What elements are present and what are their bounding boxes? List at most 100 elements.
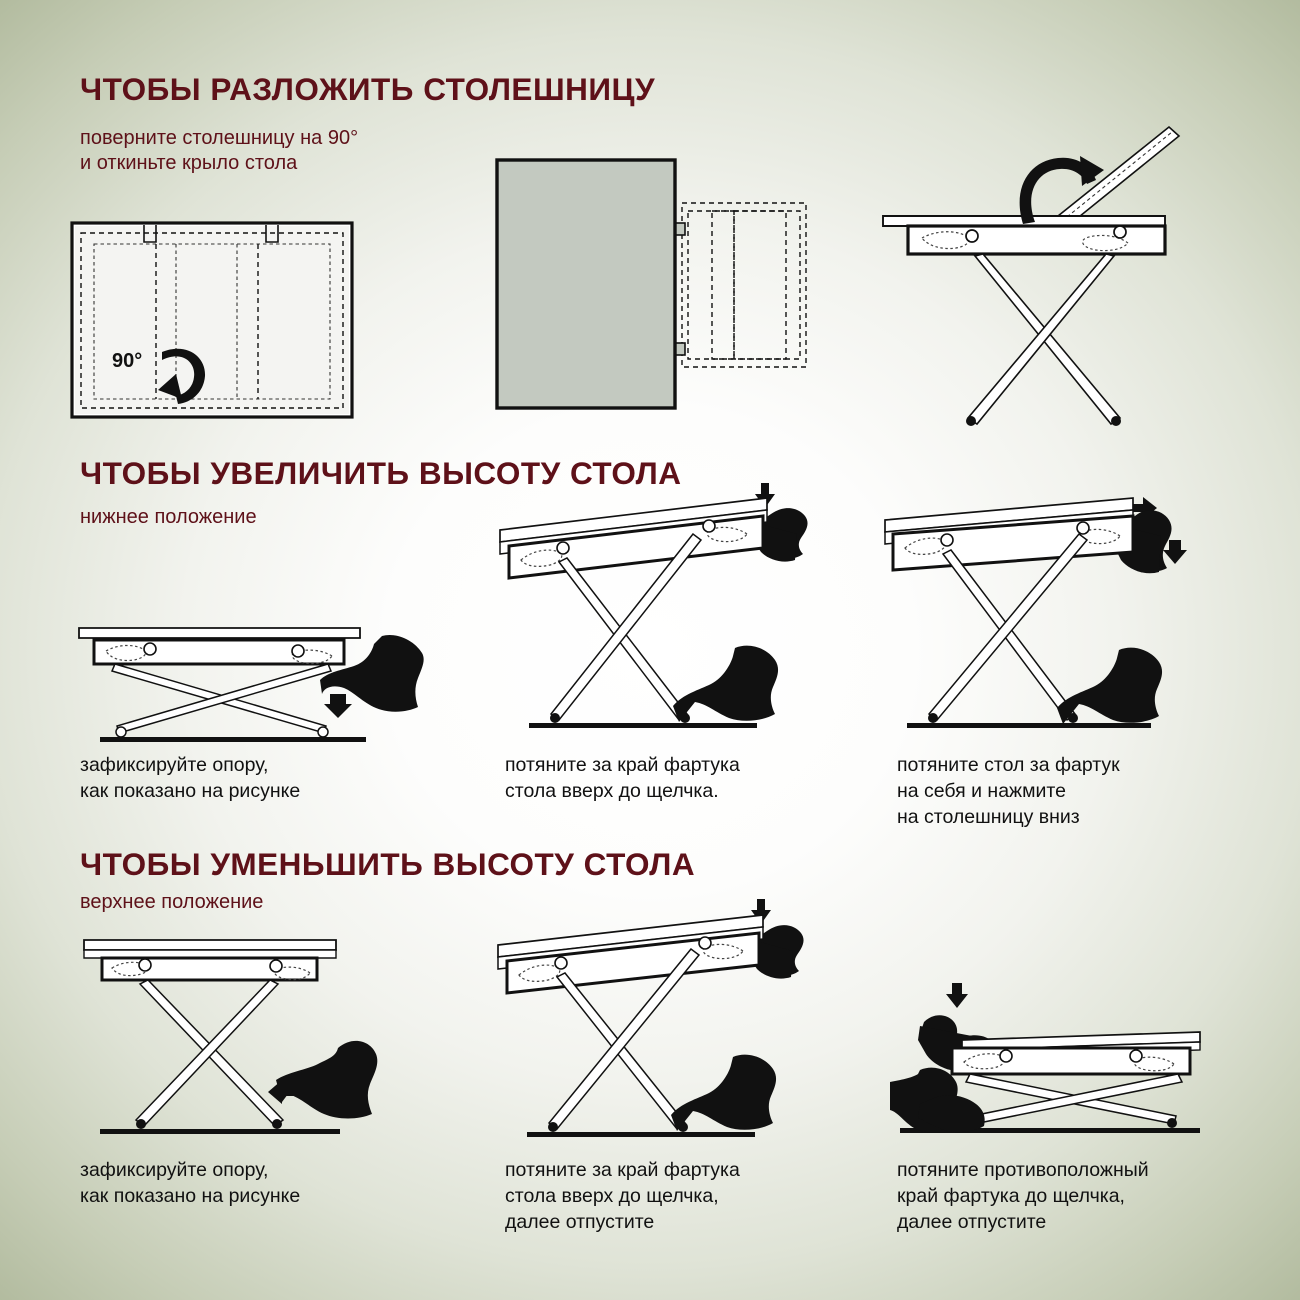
apron-pin-left <box>556 541 570 555</box>
boot-icon <box>1057 647 1163 724</box>
hand-icon <box>753 508 808 562</box>
table-apron <box>505 931 761 995</box>
arrow-down-icon <box>324 694 352 718</box>
caster-right-icon <box>1068 713 1078 723</box>
boot-icon <box>276 1040 378 1119</box>
section-unfold-tabletop: ЧТОБЫ РАЗЛОЖИТЬ СТОЛЕШНИЦУ <box>0 73 1300 106</box>
apron-pin-right <box>698 936 712 950</box>
arrow-up-icon <box>751 899 771 924</box>
arrow-right-icon <box>1131 497 1157 519</box>
tabletop-edge <box>83 949 337 959</box>
figure-pull-opposite-edge <box>890 978 1230 1143</box>
ghost-panel-outer <box>681 202 807 368</box>
tabletop-inner-fill <box>75 226 349 414</box>
boot-icon <box>671 1054 777 1131</box>
apron-pin-right <box>291 644 305 658</box>
caption-lock-support-low: зафиксируйте опору, как показано на рису… <box>80 754 301 802</box>
apron-slot-right <box>291 649 333 665</box>
caster-right-icon <box>1167 1118 1177 1128</box>
caster-left-icon <box>548 1122 558 1132</box>
ghost-panel-strip-2 <box>733 210 787 360</box>
caster-right-icon <box>272 1119 282 1129</box>
apron-slot-left <box>904 537 947 555</box>
table-apron <box>507 514 765 580</box>
section-2-subtitle: нижнее положение <box>80 506 257 528</box>
boot-icon <box>673 645 779 722</box>
caption-lock-support-high: зафиксируйте опору, как показано на рису… <box>80 1159 301 1207</box>
floor-line <box>529 723 757 728</box>
apron-pin-right <box>269 959 283 973</box>
apron-slot-left <box>963 1053 1006 1070</box>
tabletop-dashed-border <box>80 232 344 409</box>
apron-pin-left <box>138 958 152 972</box>
apron-pin-right <box>1113 225 1127 239</box>
apron-pin-left <box>143 642 157 656</box>
rotate-arrow-cw-icon <box>1019 156 1104 224</box>
figure-pull-apron-up-release <box>495 895 825 1145</box>
apron-pin-left <box>554 956 568 970</box>
arrow-down-icon <box>1163 540 1187 564</box>
apron-slot-left <box>520 549 563 567</box>
apron-slot-left <box>921 231 970 250</box>
apron-slot-right <box>702 943 744 960</box>
apron-pin-right <box>702 519 716 533</box>
caption-pull-apron-up-release: потяните за край фартука стола вверх до … <box>505 1159 740 1233</box>
table-leg-1 <box>973 253 1122 426</box>
section-decrease-height: ЧТОБЫ УМЕНЬШИТЬ ВЫСОТУ СТОЛА <box>0 846 1300 882</box>
arrow-left-icon <box>268 1080 296 1104</box>
section-2-subtitle-wrap: нижнее положение <box>0 505 1300 530</box>
apron-pin-right <box>1076 521 1090 535</box>
rotation-angle-label: 90° <box>112 350 142 372</box>
caster-left-icon <box>966 416 976 426</box>
apron-pin-left <box>999 1049 1013 1063</box>
caption-pull-opposite-edge: потяните противоположный край фартука до… <box>897 1159 1149 1233</box>
apron-slot-right <box>1082 234 1129 252</box>
ghost-panel-strip-1 <box>711 210 735 360</box>
floor-line <box>907 723 1151 728</box>
caster-right-icon <box>317 726 329 738</box>
figure-lock-support-low <box>70 608 430 743</box>
section-3-subtitle: верхнее положение <box>80 891 264 913</box>
figure-top-view-rotate: 90° <box>70 220 354 420</box>
section-increase-height: ЧТОБЫ УВЕЛИЧИТЬ ВЫСОТУ СТОЛА <box>0 457 1300 490</box>
figure-panel-ghost <box>492 155 812 417</box>
figure-lock-support-high <box>70 928 430 1143</box>
tabletop-panel <box>495 158 677 410</box>
apron-pin-right <box>1129 1049 1143 1063</box>
caster-left-icon <box>115 726 127 738</box>
apron-pin-left <box>940 533 954 547</box>
apron-pin-left <box>965 229 979 243</box>
tabletop-dashed-border-inner <box>93 243 331 400</box>
section-3-title: ЧТОБЫ УМЕНЬШИТЬ ВЫСОТУ СТОЛА <box>80 846 696 882</box>
tabletop-slab <box>83 939 337 951</box>
tabletop-slab <box>78 627 361 639</box>
table-apron <box>100 956 319 982</box>
apron-slot-right <box>1133 1056 1175 1072</box>
ghost-panel-inner <box>687 210 801 360</box>
figure-table-wing-lift <box>880 118 1210 438</box>
caster-left-icon <box>550 713 560 723</box>
floor-line <box>527 1132 755 1137</box>
figure-pull-apron-up <box>495 478 825 740</box>
figure-pull-toward-press-down <box>884 478 1215 740</box>
table-leg-2 <box>966 253 1116 426</box>
rotate-arrow-ccw-icon <box>158 348 206 404</box>
apron-slot-right <box>706 526 748 543</box>
table-wing-open <box>1056 125 1181 227</box>
table-leg-1 <box>941 549 1077 722</box>
boot-icon <box>890 1067 985 1133</box>
table-apron <box>950 1046 1192 1076</box>
apron-slot-left <box>518 964 561 982</box>
caster-left-icon <box>928 713 938 723</box>
section-1-subtitle: поверните столешницу на 90° и откиньте к… <box>80 127 359 174</box>
caption-pull-toward-press-down: потяните стол за фартук на себя и нажмит… <box>897 754 1120 828</box>
apron-slot-left <box>105 644 147 662</box>
floor-line <box>100 737 366 742</box>
caster-right-icon <box>1111 416 1121 426</box>
apron-slot-right <box>274 966 311 981</box>
caster-left-icon <box>136 1119 146 1129</box>
floor-line <box>100 1129 340 1134</box>
hinge-tab-icon <box>265 225 279 243</box>
caption-pull-apron-up: потяните за край фартука стола вверх до … <box>505 754 740 802</box>
